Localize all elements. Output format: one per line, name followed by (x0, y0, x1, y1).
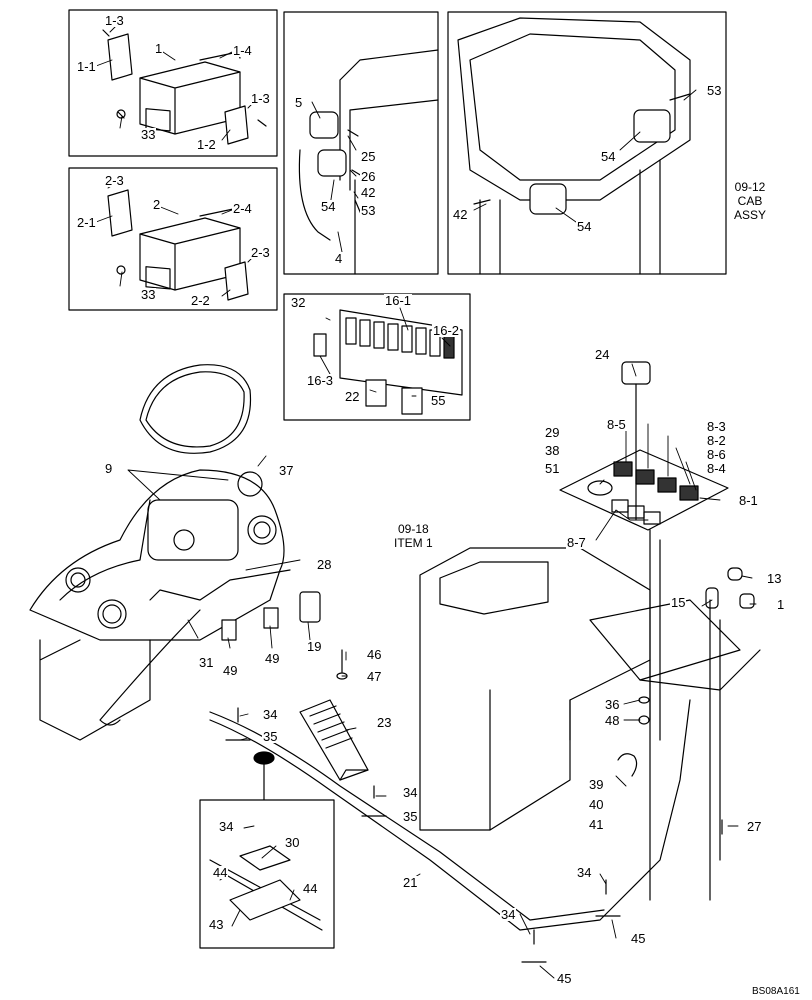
fasteners (225, 567, 755, 963)
callout-55: 55 (430, 393, 447, 408)
callout-16-2: 16-2 (432, 323, 461, 338)
callout-44-a: 44 (212, 865, 229, 880)
callout-49-a: 49 (222, 663, 239, 678)
switch-panel-8 (559, 361, 729, 741)
callout-53-b: 53 (706, 83, 723, 98)
callout-43: 43 (208, 917, 225, 932)
inset-radio-1 (68, 9, 278, 157)
callout-33-a: 33 (140, 127, 157, 142)
callout-2-2: 2-2 (190, 293, 211, 308)
callout-19: 19 (306, 639, 323, 654)
callout-1: 1 (154, 41, 164, 56)
callout-8-2: 8-2 (706, 433, 727, 448)
callout-21: 21 (402, 875, 419, 890)
callout-44-b: 44 (302, 881, 319, 896)
callout-35-a: 35 (262, 729, 279, 744)
callout-2: 2 (152, 197, 162, 212)
callout-5: 5 (294, 95, 304, 110)
callout-34-b: 34 (402, 785, 419, 800)
callout-49-b: 49 (264, 651, 281, 666)
callout-28: 28 (316, 557, 333, 572)
callout-8-7: 8-7 (566, 535, 587, 550)
callout-22: 22 (344, 389, 361, 404)
callout-2-4: 2-4 (232, 201, 253, 216)
callout-34-a: 34 (262, 707, 279, 722)
console-assembly (419, 547, 761, 901)
callout-46: 46 (366, 647, 383, 662)
callout-41: 41 (588, 817, 605, 832)
callout-1-1: 1-1 (76, 59, 97, 74)
callout-38: 38 (544, 443, 561, 458)
callout-40: 40 (588, 797, 605, 812)
callout-25: 25 (360, 149, 377, 164)
callout-1-right: 1 (776, 597, 786, 612)
callout-4: 4 (334, 251, 344, 266)
callout-34-d: 34 (576, 865, 593, 880)
callout-37: 37 (278, 463, 295, 478)
callout-47: 47 (366, 669, 383, 684)
callout-53-a: 53 (360, 203, 377, 218)
callout-15: 15 (670, 595, 687, 610)
inset-cab-lights-left (283, 11, 439, 275)
callout-1-4: 1-4 (232, 43, 253, 58)
dashboard-assembly (29, 364, 321, 741)
callout-2-1: 2-1 (76, 215, 97, 230)
callout-16-3: 16-3 (306, 373, 335, 388)
callout-33-b: 33 (140, 287, 157, 302)
callout-2-3-right: 2-3 (250, 245, 271, 260)
inset-radio-2 (68, 167, 278, 311)
callout-42-a: 42 (360, 185, 377, 200)
inset-cab-lights-right (447, 11, 727, 275)
pedal (299, 649, 369, 781)
callout-24: 24 (594, 347, 611, 362)
callout-2-3-top: 2-3 (104, 173, 125, 188)
callout-34-e: 34 (500, 907, 517, 922)
callout-16-1: 16-1 (384, 293, 413, 308)
callout-23: 23 (376, 715, 393, 730)
callout-8-6: 8-6 (706, 447, 727, 462)
callout-26: 26 (360, 169, 377, 184)
callout-54-a: 54 (320, 199, 337, 214)
callout-36: 36 (604, 697, 621, 712)
callout-8-1: 8-1 (738, 493, 759, 508)
callout-31: 31 (198, 655, 215, 670)
callout-35-b: 35 (402, 809, 419, 824)
callout-51: 51 (544, 461, 561, 476)
callout-8-3: 8-3 (706, 419, 727, 434)
callout-54-c: 54 (576, 219, 593, 234)
callout-30: 30 (284, 835, 301, 850)
callout-45-a: 45 (630, 931, 647, 946)
callout-45-b: 45 (556, 971, 573, 986)
callout-1-3-right: 1-3 (250, 91, 271, 106)
callout-9: 9 (104, 461, 114, 476)
item-1-reference: 09-18 ITEM 1 (394, 522, 433, 550)
callout-42-b: 42 (452, 207, 469, 222)
drawing-code: BS08A161 (752, 986, 800, 997)
callout-1-3-top: 1-3 (104, 13, 125, 28)
cab-assy-reference: 09-12 CAB ASSY (734, 180, 767, 222)
callout-54-b: 54 (600, 149, 617, 164)
callout-48: 48 (604, 713, 621, 728)
callout-29: 29 (544, 425, 561, 440)
callout-27: 27 (746, 819, 763, 834)
callout-13: 13 (766, 571, 783, 586)
callout-1-2: 1-2 (196, 137, 217, 152)
callout-8-5: 8-5 (606, 417, 627, 432)
callout-8-4: 8-4 (706, 461, 727, 476)
callout-39: 39 (588, 777, 605, 792)
callout-34-c: 34 (218, 819, 235, 834)
callout-32: 32 (290, 295, 307, 310)
